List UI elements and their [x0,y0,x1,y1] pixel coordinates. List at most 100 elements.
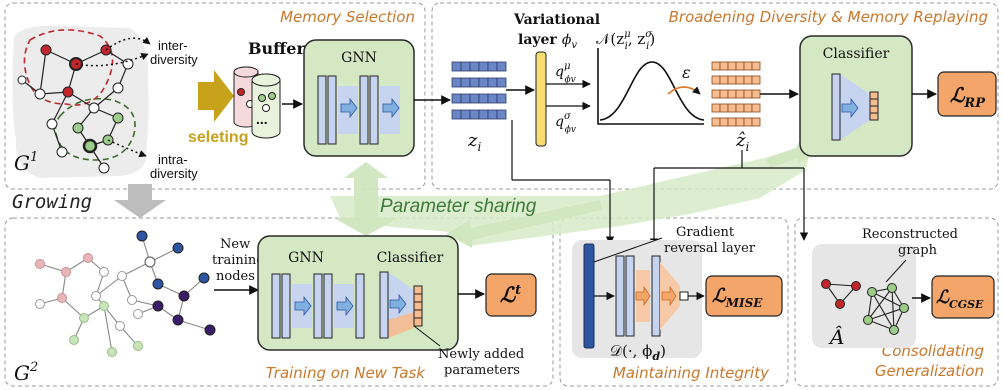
loss-cgse-box [931,275,995,319]
graph2-node-white [144,256,156,268]
graph1-node-white [98,162,110,174]
graph2-node-purple [204,324,216,336]
graph2-node-blue [198,272,210,284]
graph2-node-white [35,299,45,309]
graph2-node-lightgreen [79,313,89,323]
graph1-node-red [62,86,74,98]
graph2-node-lightgreen [99,301,109,311]
z-hat-label: ẑi [735,130,749,154]
memory-selection-frame [4,2,426,190]
graph1-node-white [88,102,100,114]
graph1-node-white [112,82,124,94]
graph2-node-lightgreen [69,335,79,345]
consolidating-frame [794,217,999,387]
graph2-node-purple [172,314,184,326]
z-vectors [451,61,507,120]
reconstructed-node-green [887,283,897,293]
variational-layer-bar [535,51,547,147]
training-frame [4,217,554,387]
newly-added-label-1: Newly added [438,347,524,362]
newly-added-label-2: parameters [444,363,520,378]
z-hat-vectors [711,61,761,127]
graph1-node-white [46,118,58,130]
loss-mise-box [705,275,783,317]
graph2-label: G2 [14,360,38,385]
graph2-node-white [99,267,109,277]
loss-rp-label: ℒRP [950,83,986,111]
normal-curve [599,61,705,121]
consolidating-title-2: Generalization [875,362,984,380]
selecting-arrow [198,70,234,122]
variational-label-1: Variational [513,12,600,28]
graph1-node-green [72,122,84,134]
reconstructed-graph-bg [812,244,916,348]
gradient-reversal-label-1: Gradient [676,225,735,240]
graph2-node-blue [136,230,148,242]
parameter-sharing-left-arrow [446,200,602,248]
graph2-node-white [127,295,137,305]
reconstructed-node-red [851,281,861,291]
parameter-sharing-label: Parameter sharing [380,196,537,217]
reconstructed-node-green [863,315,873,325]
graph2-node-purple [152,300,164,312]
broadening-frame [431,2,999,190]
graph1-node-green [112,112,124,124]
buffers-title: Buffers [248,39,314,58]
intra-diversity-label-2: diversity [150,166,198,181]
discriminator-layers [615,255,689,337]
graph1-node-white [56,146,68,158]
loss-t-box [485,273,537,317]
graph2-node-pink [61,267,71,277]
loss-rp-box [937,71,997,117]
inter-diversity-arrow [105,36,151,51]
newly-added-pointer [413,325,441,347]
classifier-top-label: Classifier [823,46,890,62]
selecting-label: seleting [188,129,248,146]
reconstructed-node-green [867,287,877,297]
reconstructed-graph [821,279,909,335]
gnn-top-label: GNN [341,50,377,66]
integrity-title: Maintaining Integrity [613,364,770,382]
reconstructed-node-green [899,303,909,313]
graph2-node-white [117,271,127,281]
graph1-nodes [17,44,134,174]
new-training-label-2: training [212,253,265,268]
z-i-label: zi [467,130,481,154]
memory-selection-title: Memory Selection [280,8,415,26]
grl-pointer [593,237,663,263]
inter-diversity-arrow-2 [75,53,149,67]
classifier-bottom-layers [379,271,423,339]
graph2-node-lightgreen [107,347,117,357]
graph2-node-white [91,291,101,301]
graph2-node-blue [152,278,164,290]
broadening-title: Broadening Diversity & Memory Replaying [669,8,988,26]
graph2-nodes [35,230,216,357]
reconstructed-label-1: Reconstructed [862,227,958,242]
graph1-node-green [82,138,98,154]
reconstructed-label-2: graph [898,243,938,258]
reconstructed-node-red [835,299,845,309]
parameter-sharing-vertical-arrow [334,162,398,236]
inter-diversity-region [23,29,114,106]
a-hat-label: Â [828,325,844,349]
reconstructed-node-red [821,279,831,289]
buffers-icon [233,66,281,139]
inter-diversity-label-1: inter- [158,38,188,53]
graph2-node-blue [172,242,184,254]
new-training-label-1: New [220,237,250,252]
loss-cgse-label: ℒCGSE [936,287,984,311]
gnn-bottom-label: GNN [288,250,324,266]
parameter-sharing-band [330,150,810,246]
integrity-frame [559,217,789,387]
gradient-reversal-bar [583,243,595,349]
graph1-node-red [40,44,52,56]
graph2-node-pink [83,253,93,263]
intra-diversity-label-1: intra- [158,152,188,167]
classifier-bottom-label: Classifier [377,250,444,266]
